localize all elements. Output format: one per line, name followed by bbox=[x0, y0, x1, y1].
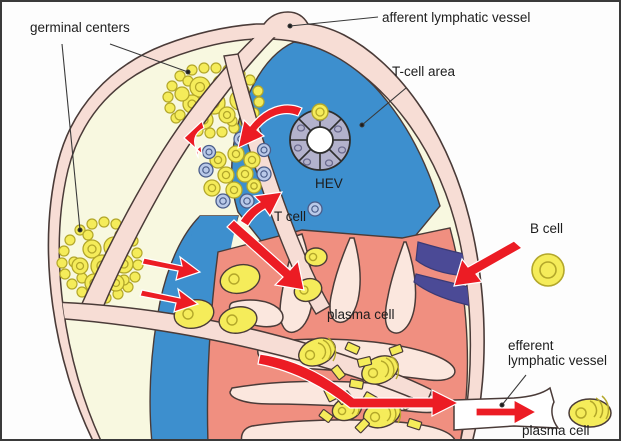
b-cell-legend-glyph bbox=[531, 253, 565, 287]
plasma-cells-medulla bbox=[173, 247, 423, 434]
label-hev: HEV bbox=[315, 176, 343, 191]
migration-arrows bbox=[139, 104, 538, 426]
plasma-cell-legend-glyph bbox=[568, 395, 612, 428]
b-cell-at-hev bbox=[311, 103, 329, 121]
label-efferent-lymphatic-vessel: efferent lymphatic vessel bbox=[508, 338, 608, 368]
leader-lines bbox=[61, 16, 527, 408]
label-plasma-cell-medulla: plasma cell bbox=[327, 307, 395, 322]
label-b-cell: B cell bbox=[530, 221, 564, 236]
label-t-cell: T cell bbox=[274, 209, 307, 224]
label-t-cell-area: T-cell area bbox=[392, 64, 456, 79]
label-plasma-cell-exit: plasma cell bbox=[522, 423, 590, 438]
label-germinal-centers: germinal centers bbox=[30, 20, 130, 35]
hilar-vessel-purple bbox=[413, 241, 471, 333]
label-afferent-lymphatic-vessel: afferent lymphatic vessel bbox=[382, 10, 531, 25]
